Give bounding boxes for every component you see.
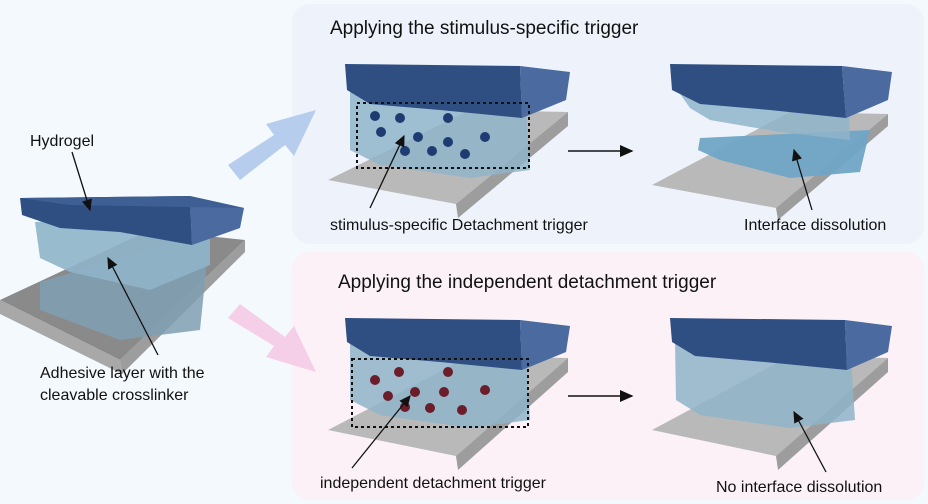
stimulus-trigger-pointer: [369, 134, 405, 209]
stimulus-trigger-label: stimulus-specific Detachment trigger: [330, 217, 588, 234]
adhesive-layer-label-line1: Adhesive layer with the: [40, 365, 205, 382]
adhesive-layer-label-line2: cleavable crosslinker: [40, 387, 189, 404]
dissolved-interface-scene: [652, 64, 892, 220]
flow-arrow-down: [228, 304, 316, 372]
bottom-panel-title: Applying the independent detachment trig…: [338, 272, 717, 293]
no-dissolution-pointer: [793, 410, 827, 473]
hydrogel-pointer: [71, 151, 92, 212]
interface-dissolution-pointer: [792, 148, 813, 211]
intact-interface-scene: [652, 318, 892, 470]
no-interface-dissolution-label: No interface dissolution: [716, 479, 883, 496]
flow-arrow-up: [228, 110, 316, 180]
stimulus-applied-scene: [328, 64, 570, 218]
independent-trigger-label: independent detachment trigger: [320, 475, 546, 492]
top-panel-title: Applying the stimulus-specific trigger: [330, 18, 639, 39]
independent-trigger-scene: [328, 318, 570, 470]
hydrogel-label: Hydrogel: [30, 133, 95, 150]
independent-trigger-pointer: [351, 394, 411, 469]
initial-hydrogel-scene: [0, 196, 245, 374]
interface-dissolution-label: Interface dissolution: [744, 217, 887, 234]
adhesive-pointer: [107, 256, 159, 356]
